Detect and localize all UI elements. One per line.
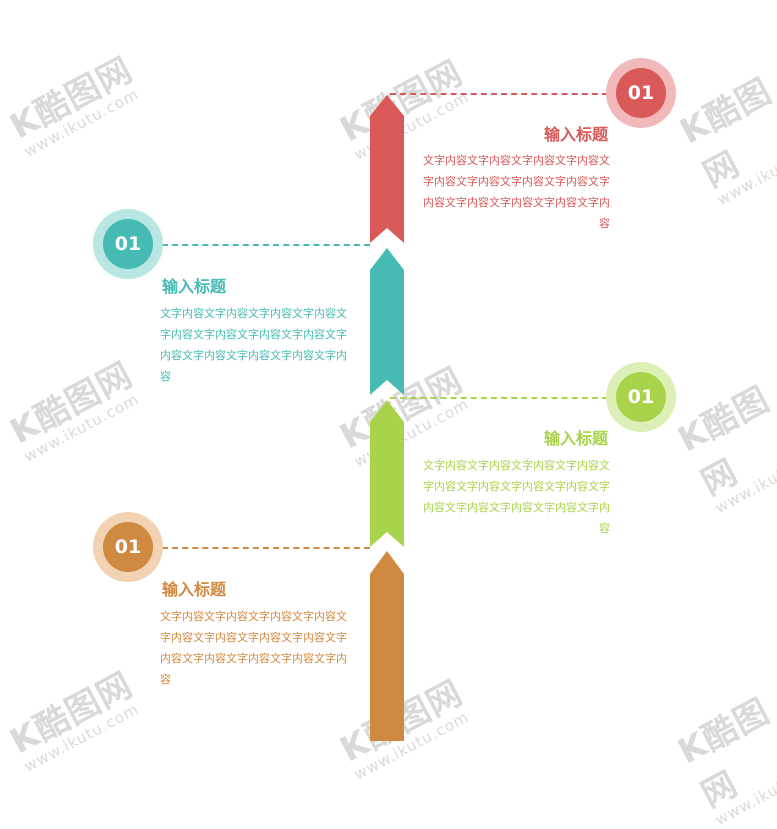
timeline-segment-3: [370, 400, 404, 547]
connector-line-4: [162, 547, 370, 549]
number-badge-3: 01: [606, 362, 676, 432]
item-4-text: 文字内容文字内容文字内容文字内容文字内容文字内容文字内容文字内容文字内容文字内容…: [160, 610, 347, 686]
number-badge-1-inner: 01: [616, 68, 666, 118]
timeline-segment-1: [370, 95, 404, 243]
timeline-segment-2: [370, 248, 404, 395]
item-2-text: 文字内容文字内容文字内容文字内容文字内容文字内容文字内容文字内容文字内容文字内容…: [160, 307, 347, 383]
item-2-title: 输入标题: [162, 277, 227, 296]
item-3-text: 文字内容文字内容文字内容文字内容文字内容文字内容文字内容文字内容文字内容文字内容…: [423, 459, 610, 535]
number-badge-3-inner: 01: [616, 372, 666, 422]
number-badge-1: 01: [606, 58, 676, 128]
connector-line-1: [390, 93, 608, 95]
item-3-number: 01: [627, 386, 655, 408]
item-4-title: 输入标题: [162, 580, 227, 599]
item-1-text: 文字内容文字内容文字内容文字内容文字内容文字内容文字内容文字内容文字内容文字内容…: [423, 154, 610, 230]
number-badge-2: 01: [93, 209, 163, 279]
item-2-number: 01: [114, 233, 142, 255]
item-4-number: 01: [114, 536, 142, 558]
connector-line-3: [390, 397, 608, 399]
number-badge-4: 01: [93, 512, 163, 582]
item-1-number: 01: [627, 82, 655, 104]
number-badge-4-inner: 01: [103, 522, 153, 572]
number-badge-2-inner: 01: [103, 219, 153, 269]
timeline-segment-4: [370, 551, 404, 741]
item-3-title: 输入标题: [543, 429, 608, 448]
timeline-arrows: [370, 95, 404, 741]
item-1-title: 输入标题: [543, 125, 608, 144]
connector-line-2: [162, 244, 370, 246]
